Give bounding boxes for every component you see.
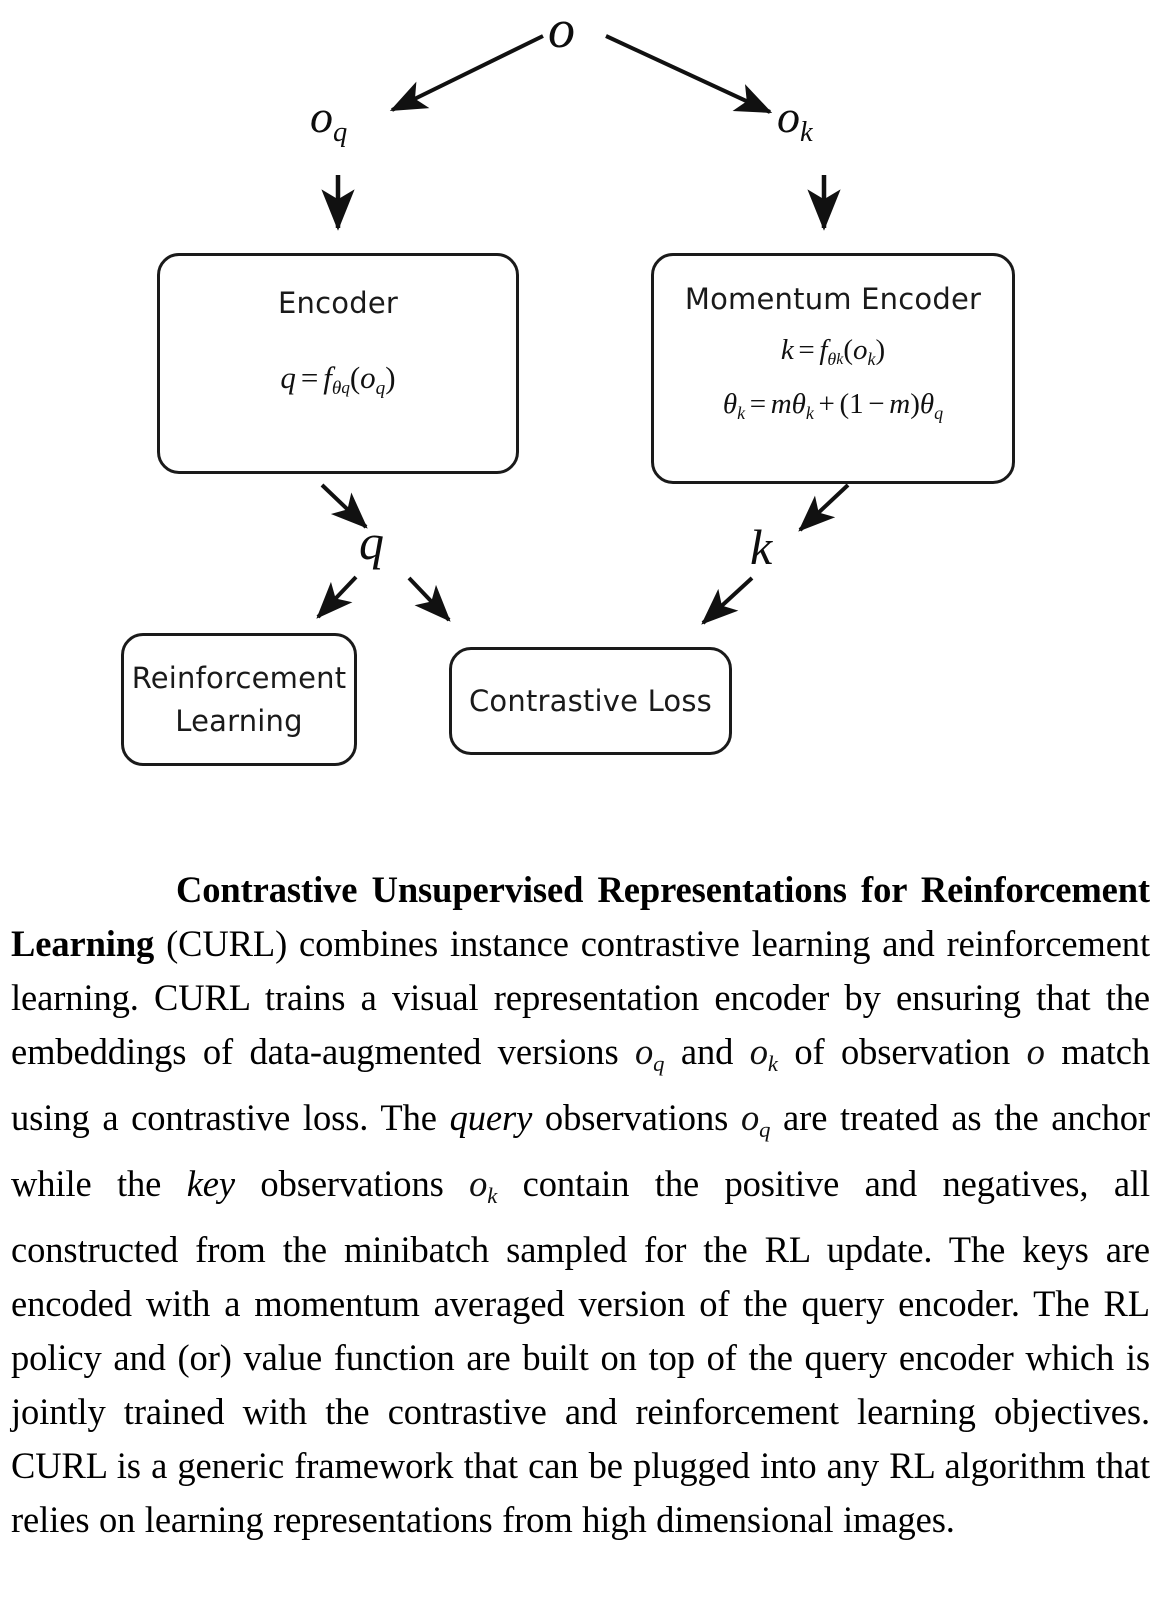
box-contrastive-loss: Contrastive Loss xyxy=(449,647,732,755)
caption-part-2: and xyxy=(664,1030,750,1072)
caption-math-ok-2: ok xyxy=(469,1162,498,1209)
curl-architecture-diagram: o oq ok Encoder q=fθq(oq) Momentum Encod… xyxy=(121,0,1015,766)
caption-part-1: (CURL) combines instance contrastive lea… xyxy=(11,922,1150,1072)
edge-momentum-encoder-to-k xyxy=(798,483,850,532)
caption-italic-key: key xyxy=(186,1162,236,1204)
edge-q-to-reinforcement-learning xyxy=(316,575,358,619)
node-label-observation: o xyxy=(548,0,575,59)
box-momentum-encoder: Momentum Encoder k=fθk(ok) θk=mθk+(1−m)θ… xyxy=(651,253,1015,484)
box-momentum-encoder-formula-2: θk=mθk+(1−m)θq xyxy=(722,388,944,423)
caption-math-ok-1: ok xyxy=(749,1030,778,1076)
figure-caption: Contrastive Unsupervised Representations… xyxy=(11,863,1150,1548)
caption-part-8: contain the positive and negatives, all … xyxy=(11,1162,1150,1541)
box-reinforcement-learning-title-line1: Reinforcement xyxy=(131,661,347,696)
caption-math-oq-1: oq xyxy=(635,1030,665,1076)
box-momentum-encoder-title: Momentum Encoder xyxy=(684,282,982,316)
caption-math-o: o xyxy=(1026,1030,1045,1072)
box-reinforcement-learning-title-line2: Learning xyxy=(175,703,303,738)
node-label-query-embedding: q xyxy=(359,514,384,570)
caption-part-7: observations xyxy=(235,1162,470,1204)
edge-o-to-oq xyxy=(389,34,544,112)
diagram-arrows-layer xyxy=(316,34,850,625)
caption-math-oq-2: oq xyxy=(740,1096,771,1142)
edge-encoder-to-q xyxy=(320,483,368,529)
box-contrastive-loss-title: Contrastive Loss xyxy=(468,683,712,718)
box-reinforcement-learning: Reinforcement Learning xyxy=(121,633,357,766)
caption-bold-title: Contrastive Unsupervised Representations… xyxy=(11,868,1150,964)
subscript-k: k xyxy=(800,117,813,149)
caption-part-6: are treated as the anchor while the xyxy=(11,1096,1150,1204)
caption-part-3: of observation xyxy=(777,1030,1027,1072)
caption-part-5: observations xyxy=(532,1096,741,1138)
box-encoder-title: Encoder xyxy=(278,286,398,320)
caption-part-4: match using a contrastive loss. The xyxy=(11,1030,1150,1138)
caption-italic-query: query xyxy=(449,1096,533,1138)
node-label-observation-key: ok xyxy=(777,91,813,149)
box-momentum-encoder-formula-1: k=fθk(ok) xyxy=(780,334,886,369)
edge-q-to-contrastive-loss xyxy=(407,576,451,622)
box-encoder-formula: q=fθq(oq) xyxy=(280,360,396,400)
subscript-q: q xyxy=(333,117,348,149)
box-encoder: Encoder q=fθq(oq) xyxy=(157,253,519,474)
edge-k-to-contrastive-loss xyxy=(701,576,754,625)
node-label-observation-query: oq xyxy=(310,91,348,149)
node-label-key-embedding: k xyxy=(750,519,773,575)
edge-o-to-ok xyxy=(605,34,773,114)
